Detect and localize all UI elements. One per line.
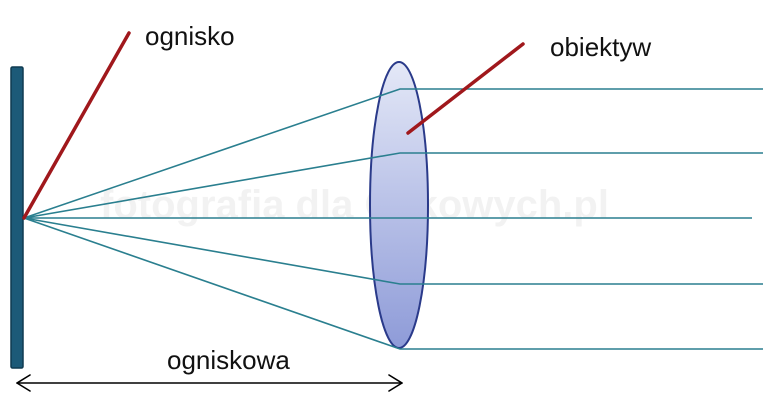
ray-5 — [23, 217, 763, 350]
focal-length-arrow — [16, 374, 403, 392]
ray-4 — [23, 217, 763, 285]
focal-arrow-left-head — [16, 374, 31, 392]
lens-ellipse — [369, 61, 429, 349]
focus-pointer-line — [22, 31, 131, 220]
ray-2 — [23, 152, 763, 219]
focal-length-label: ogniskowa — [167, 345, 290, 375]
lens-pointer-line — [406, 42, 525, 135]
light-rays — [23, 88, 763, 350]
focal-arrow-right-head — [388, 374, 403, 392]
ray-1 — [23, 88, 763, 219]
focus-label: ognisko — [145, 21, 235, 51]
sensor-plane — [10, 66, 24, 369]
watermark-text: fotografia dla Cekowych.pl — [100, 183, 609, 227]
lens-label: obiektyw — [550, 32, 651, 62]
